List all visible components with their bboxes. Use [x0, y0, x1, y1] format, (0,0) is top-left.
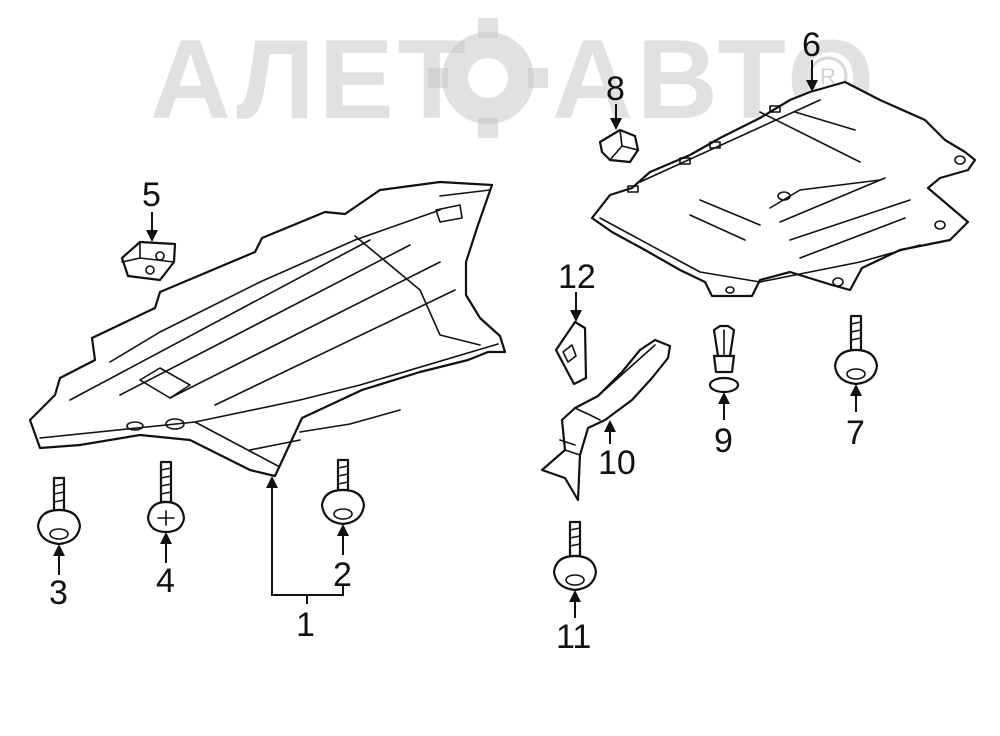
- callout-8: 8: [606, 70, 625, 108]
- watermark-logo: АЛЕТ АВТО R: [150, 17, 874, 142]
- part-2-flange-bolt: [320, 458, 366, 526]
- gear-icon: [428, 18, 548, 138]
- part-7-flange-bolt: [833, 314, 879, 386]
- callout-11: 11: [556, 618, 591, 656]
- callout-9: 9: [714, 422, 733, 460]
- part-11-flange-bolt: [552, 520, 598, 592]
- svg-text:R: R: [820, 64, 836, 89]
- part-5-bracket: [120, 240, 177, 282]
- part-12-plate: [554, 320, 588, 386]
- callout-labels: 1 2 3 4 5 6 7 8 9 10 11 12: [49, 26, 865, 656]
- callout-1: 1: [296, 606, 315, 644]
- watermark-text-left: АЛЕТ: [150, 17, 470, 142]
- callout-7: 7: [846, 414, 865, 452]
- part-4-screw: [146, 460, 186, 534]
- callout-2: 2: [333, 556, 352, 594]
- callout-12: 12: [558, 258, 596, 296]
- part-3-flange-bolt: [36, 476, 82, 546]
- callout-6: 6: [802, 26, 821, 64]
- callout-10: 10: [598, 444, 636, 482]
- part-10-deflector: [540, 338, 672, 502]
- part-6-rear-shield: [590, 80, 977, 298]
- part-9-push-clip: [708, 324, 740, 394]
- leader-lines: [53, 60, 862, 618]
- callout-4: 4: [156, 562, 175, 600]
- part-8-clip: [598, 128, 640, 164]
- callout-3: 3: [49, 574, 68, 612]
- callout-5: 5: [142, 176, 161, 214]
- part-1-front-shield: [28, 180, 507, 478]
